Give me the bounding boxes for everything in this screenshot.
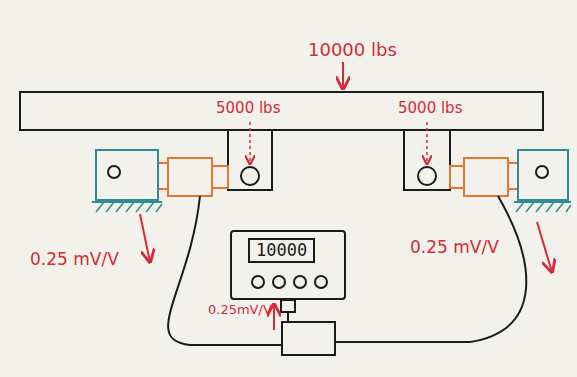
signal-arrow: [537, 222, 552, 272]
junction-box: [282, 322, 335, 355]
signal-level: 0.25mV/V: [208, 303, 272, 317]
pin: [241, 167, 259, 185]
display-readout: 10000: [248, 238, 315, 263]
reaction-load: 5000 lbs: [216, 100, 280, 117]
beam: [20, 92, 543, 130]
total-load: 10000 lbs: [308, 40, 397, 60]
load-cell: [158, 158, 228, 196]
digital-display: 10000: [230, 230, 346, 300]
pin: [418, 167, 436, 185]
signal-level: 0.25 mV/V: [30, 250, 119, 269]
signal-arrow: [273, 304, 275, 330]
reaction-arrow: [249, 122, 251, 164]
reaction-load: 5000 lbs: [398, 100, 462, 117]
display-cable: [287, 312, 289, 322]
load-cell: [450, 158, 518, 196]
fixed-mount: [514, 150, 571, 212]
display-buttons: [252, 276, 327, 288]
signal-wire: [335, 196, 526, 342]
signal-wire: [168, 196, 282, 345]
signal-arrow: [140, 214, 150, 262]
load-arrow: [342, 62, 344, 89]
reaction-arrow: [426, 122, 428, 164]
signal-level: 0.25 mV/V: [410, 238, 499, 257]
display-connector: [281, 300, 295, 312]
fixed-mount: [92, 150, 162, 212]
